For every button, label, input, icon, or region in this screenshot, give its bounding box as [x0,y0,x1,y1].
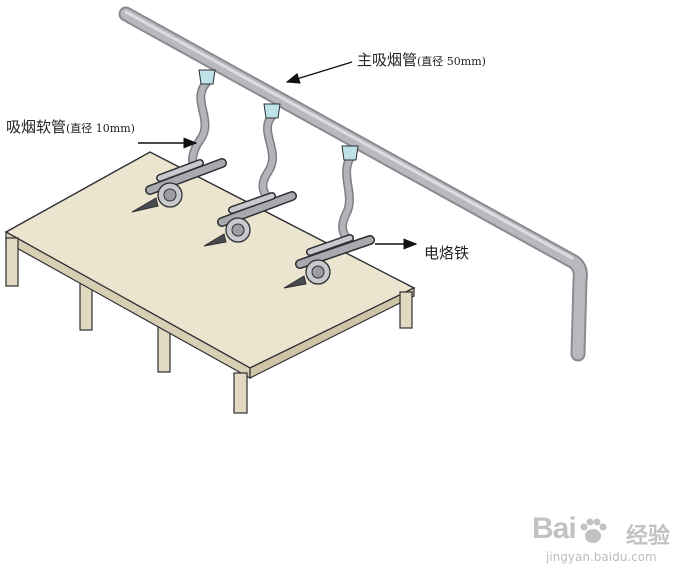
hose-label: 吸烟软管(直径 10mm) [6,116,135,137]
watermark-url: jingyan.baidu.com [546,550,657,564]
soldering-iron [203,191,297,247]
hose-label-spec: (直径 10mm) [66,122,135,135]
connector [263,103,281,119]
table-edge-side [249,287,415,379]
pipe-connectors [198,69,359,161]
callout-arrows [138,61,418,250]
iron-label-text: 电烙铁 [424,244,470,262]
workbench [4,151,416,414]
watermark-brand-suffix: 经验 [626,524,671,549]
table-leg [5,237,19,287]
table-leg [399,291,413,329]
main-pipe-label: 主吸烟管(直径 50mm) [357,49,486,70]
watermark: Bai 经验 jingyan.baidu.com [532,512,692,570]
connector [198,69,216,85]
hose-label-text: 吸烟软管 [6,118,67,136]
table-leg [233,372,248,414]
iron-label: 电烙铁 [424,242,469,263]
main-pipe-label-spec: (直径 50mm) [417,55,486,68]
watermark-brand: Bai [532,512,577,545]
connector [341,145,359,161]
table-top [4,151,416,369]
main-suction-pipe [118,6,588,362]
soldering-iron [131,158,227,213]
arrow-main-pipe [285,61,353,84]
main-pipe-label-text: 主吸烟管 [357,51,418,69]
paw-icon [580,518,607,543]
soldering-iron [283,234,375,289]
suction-hoses [188,77,355,247]
